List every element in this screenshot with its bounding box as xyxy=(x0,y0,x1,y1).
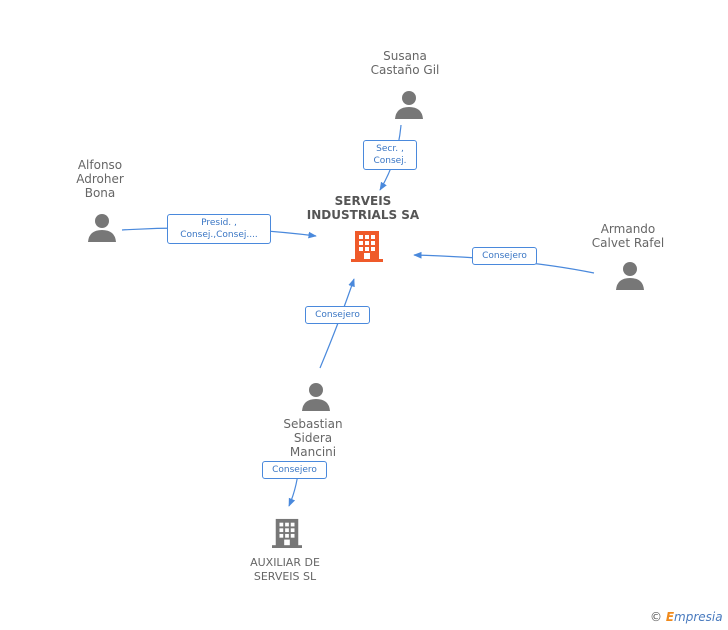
relation-label-sebastian-main[interactable]: Consejero xyxy=(305,306,370,324)
relation-label-armando[interactable]: Consejero xyxy=(472,247,537,265)
person-icon-susana[interactable] xyxy=(394,89,424,119)
person-icon-sebastian[interactable] xyxy=(301,381,331,411)
person-name-armando: Armando Calvet Rafel xyxy=(591,222,665,250)
relation-label-susana[interactable]: Secr. , Consej. xyxy=(363,140,417,170)
sub-company-name: AUXILIAR DE SERVEIS SL xyxy=(250,556,320,583)
relation-label-alfonso[interactable]: Presid. , Consej.,Consej.... xyxy=(167,214,271,244)
person-name-susana: Susana Castaño Gil xyxy=(370,49,440,77)
person-name-alfonso: Alfonso Adroher Bona xyxy=(76,158,124,200)
copyright-icon: © xyxy=(650,610,662,624)
main-company-building-icon[interactable] xyxy=(351,229,383,263)
person-icon-armando[interactable] xyxy=(615,260,645,290)
empresia-logo: © Empresia xyxy=(650,610,723,624)
person-name-sebastian: Sebastian Sidera Mancini xyxy=(283,417,343,459)
person-icon-alfonso[interactable] xyxy=(87,212,117,242)
relation-label-sebastian-sub[interactable]: Consejero xyxy=(262,461,327,479)
sub-company-building-icon[interactable] xyxy=(272,516,302,550)
main-company-name: SERVEIS INDUSTRIALS SA xyxy=(306,194,420,222)
